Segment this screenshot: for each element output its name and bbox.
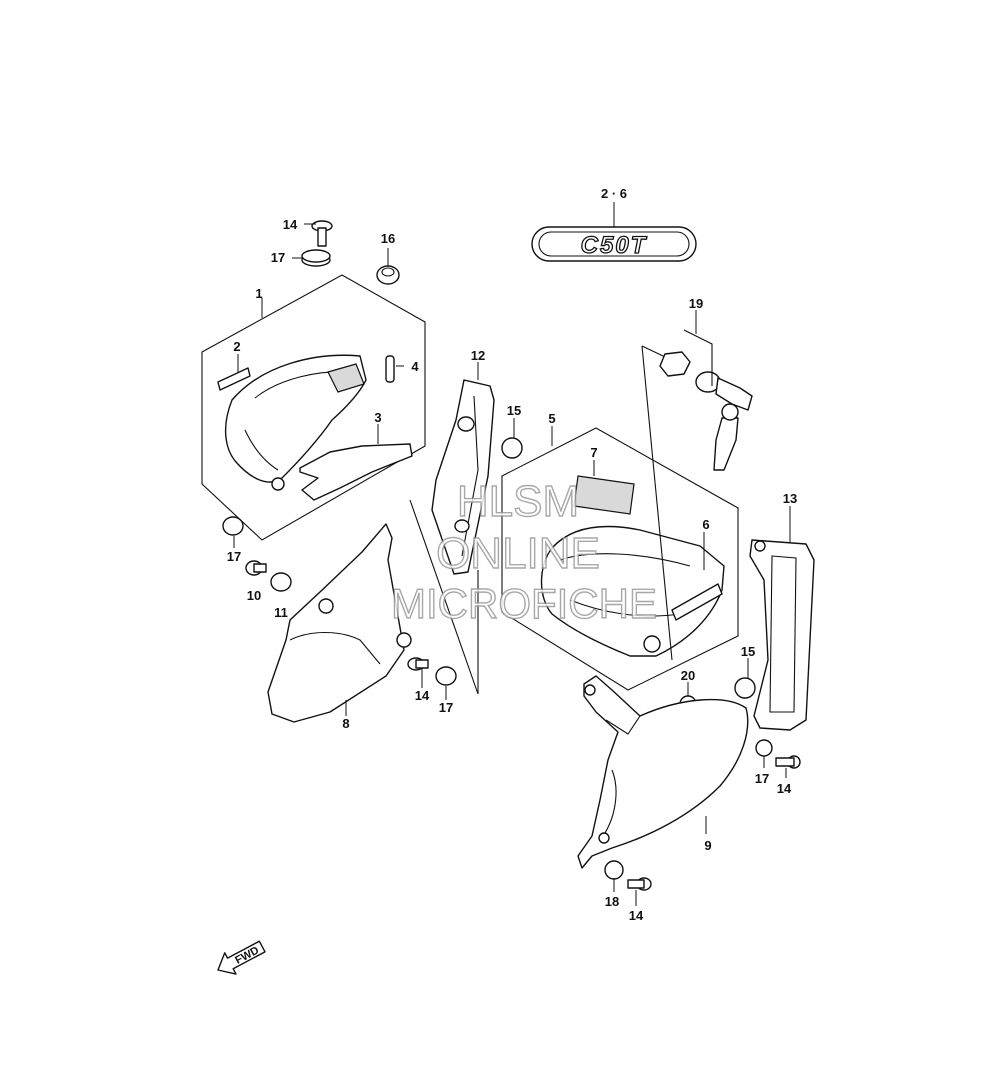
watermark-line-2: ONLINE xyxy=(436,529,600,578)
part-12-bracket[interactable] xyxy=(431,379,495,575)
callout-3: 3 xyxy=(374,410,381,425)
part-19-lock-set[interactable] xyxy=(659,351,753,471)
part-2-gasket[interactable] xyxy=(217,367,251,391)
emblem-c50t[interactable]: C50T xyxy=(531,226,697,262)
part-11-grommet[interactable] xyxy=(270,572,292,592)
watermark: HLSM ONLINE MICROFICHE xyxy=(390,476,657,627)
callout-9: 9 xyxy=(704,838,711,853)
part-17-grommet-mid[interactable] xyxy=(435,666,457,686)
callout-20: 20 xyxy=(681,668,695,683)
callout-13: 13 xyxy=(783,491,797,506)
part-13-trim[interactable] xyxy=(749,539,815,731)
callout-4: 4 xyxy=(411,359,419,374)
callout-15: 15 xyxy=(507,403,521,418)
callout-11: 11 xyxy=(274,605,288,620)
callout-10: 10 xyxy=(247,588,261,603)
callout-2-6: 2 · 6 xyxy=(601,186,627,201)
callout-14: 14 xyxy=(283,217,298,232)
fwd-label: FWD xyxy=(233,944,261,966)
callout-5: 5 xyxy=(548,411,555,426)
part-18-grommet[interactable] xyxy=(604,860,624,880)
part-1-cover[interactable] xyxy=(224,354,367,483)
callout-17: 17 xyxy=(755,771,769,786)
callout-labels: 2 · 6 14 17 16 1 2 4 3 17 10 11 8 14 17 … xyxy=(227,186,797,923)
callout-17: 17 xyxy=(271,250,285,265)
part-14-screw-mid[interactable] xyxy=(407,657,429,671)
leader-lines xyxy=(233,223,791,906)
part-3-plate[interactable] xyxy=(299,443,413,501)
fwd-arrow: FWD xyxy=(217,940,266,975)
part-4-pin[interactable] xyxy=(385,355,395,383)
part-14-screw-top[interactable] xyxy=(311,220,333,247)
part-5-cover[interactable] xyxy=(540,525,725,657)
callout-16: 16 xyxy=(381,231,395,246)
callout-8: 8 xyxy=(342,716,349,731)
part-6-emblem-small[interactable] xyxy=(671,583,723,621)
callout-15: 15 xyxy=(741,644,755,659)
watermark-line-3: MICROFICHE xyxy=(391,580,657,627)
callout-17: 17 xyxy=(439,700,453,715)
emblem-text: C50T xyxy=(581,232,648,259)
callout-17: 17 xyxy=(227,549,241,564)
callout-6: 6 xyxy=(702,517,709,532)
part-15-grommet-right[interactable] xyxy=(734,677,756,699)
callout-14: 14 xyxy=(415,688,430,703)
assembly-box-right xyxy=(501,427,739,691)
callout-14: 14 xyxy=(777,781,792,796)
part-7-label[interactable] xyxy=(573,475,635,515)
callout-1: 1 xyxy=(255,286,262,301)
watermark-line-1: HLSM xyxy=(457,477,579,526)
part-10-bolt[interactable] xyxy=(245,560,267,576)
callout-2: 2 xyxy=(233,339,240,354)
part-17-grommet-right[interactable] xyxy=(755,739,773,757)
assembly-box-left xyxy=(201,274,426,541)
part-9-side-cover[interactable] xyxy=(577,675,749,869)
part-15-grommet-center[interactable] xyxy=(501,437,523,459)
callout-19: 19 xyxy=(689,296,703,311)
callout-7: 7 xyxy=(590,445,597,460)
part-8-side-cover[interactable] xyxy=(267,523,405,723)
part-14-screw-right[interactable] xyxy=(775,755,801,769)
part-16-grommet[interactable] xyxy=(376,265,400,285)
part-17-washer-top[interactable] xyxy=(301,249,331,267)
callout-18: 18 xyxy=(605,894,619,909)
callout-14: 14 xyxy=(629,908,644,923)
callout-12: 12 xyxy=(471,348,485,363)
part-14-screw-bottom[interactable] xyxy=(627,877,652,891)
part-17-grommet-left[interactable] xyxy=(222,516,244,536)
